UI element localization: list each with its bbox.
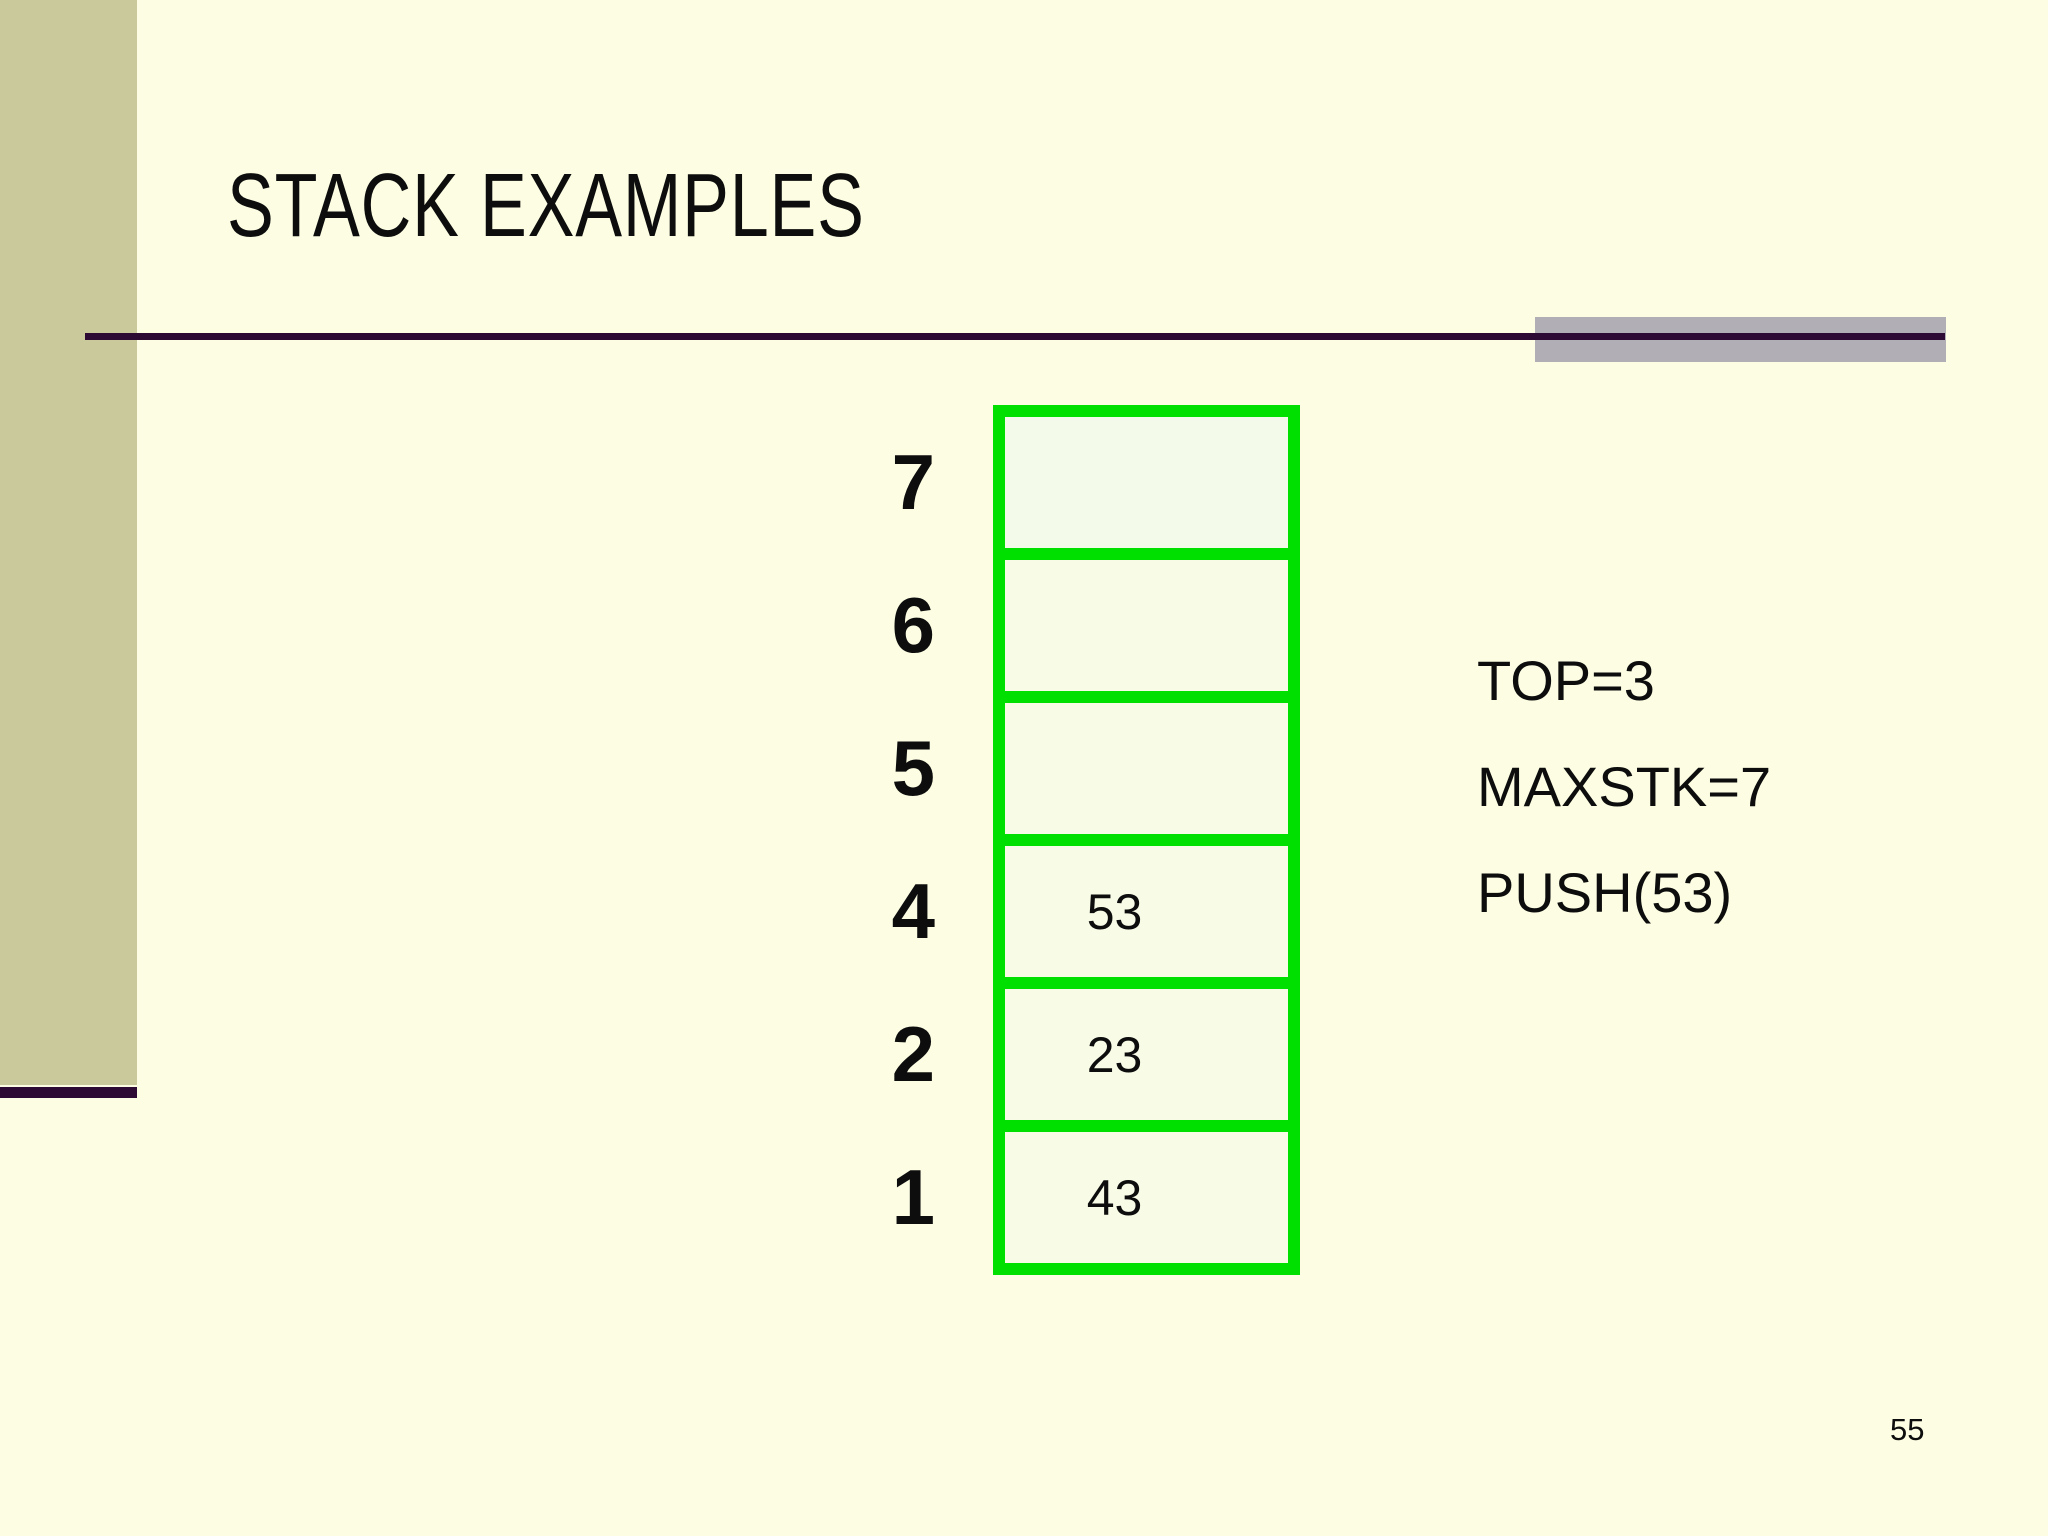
stack-cell: 53 (1005, 846, 1288, 977)
annotation-push: PUSH(53) (1477, 861, 1733, 924)
annotation-maxstk: MAXSTK=7 (1477, 755, 1772, 818)
stack-cell (1005, 703, 1288, 834)
stack-state-annotations: TOP=3 MAXSTK=7 PUSH(53) (1477, 628, 1771, 946)
sidebar-accent (0, 0, 137, 1085)
cell-value: 23 (1086, 1026, 1143, 1083)
divider-line (85, 333, 1945, 340)
stack-row-labels: 7 6 5 4 2 1 (790, 405, 945, 1275)
cell-value: 53 (1086, 883, 1143, 940)
row-label: 2 (891, 1010, 935, 1098)
annotation-top: TOP=3 (1477, 649, 1655, 712)
row-label: 6 (891, 581, 935, 669)
row-label: 4 (891, 867, 935, 955)
stack-cells: 53 23 43 (993, 405, 1300, 1275)
row-label: 5 (891, 724, 935, 812)
stack-cell: 43 (1005, 1132, 1288, 1263)
row-label: 7 (891, 438, 935, 526)
stack-cell (1005, 560, 1288, 691)
stack-cell: 23 (1005, 989, 1288, 1120)
page-number: 55 (1890, 1412, 1925, 1447)
cell-value: 43 (1086, 1169, 1143, 1226)
row-label: 1 (891, 1153, 935, 1241)
stack-cell (1005, 417, 1288, 548)
page-title: STACK EXAMPLES (227, 156, 865, 256)
stack-diagram: 7 6 5 4 2 1 53 23 43 (790, 405, 1300, 1275)
sidebar-footer-bar (0, 1087, 137, 1098)
